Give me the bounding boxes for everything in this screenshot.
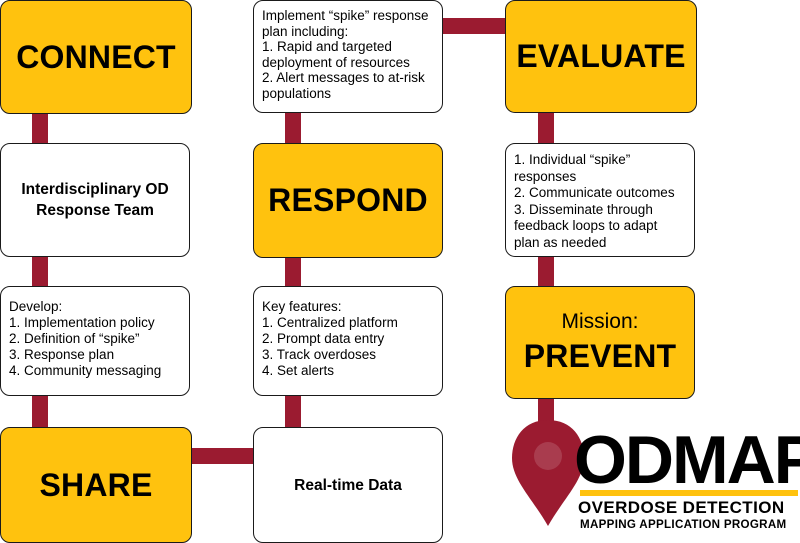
connector-connect-team [32, 114, 48, 144]
mission-label: Mission: [561, 310, 639, 333]
list-item: 1. Implementation policy [9, 315, 155, 330]
connector-realtime-keyfeatures [285, 396, 301, 428]
share-stage-box: SHARE [0, 427, 192, 543]
develop-box: Develop: 1. Implementation policy 2. Def… [0, 286, 190, 396]
logo-wordmark: ODMAP [574, 422, 800, 498]
connect-label: CONNECT [16, 38, 176, 75]
connector-develop-share [32, 396, 48, 428]
connector-list-mission [538, 256, 554, 288]
evaluate-stage-box: EVALUATE [505, 0, 697, 113]
list-item: 4. Set alerts [262, 363, 335, 378]
list-item: 2. Definition of “spike” [9, 331, 140, 346]
connector-respond-implement [285, 112, 301, 144]
list-item: 3. Disseminate through feedback loops to… [514, 201, 658, 250]
logo-underline [580, 490, 798, 496]
connector-mission-logo [538, 398, 554, 424]
implement-box: Implement “spike” response plan includin… [253, 0, 443, 113]
odmap-logo: ODMAP OVERDOSE DETECTION MAPPING APPLICA… [508, 418, 800, 543]
evaluate-label: EVALUATE [516, 38, 686, 74]
list-item: 4. Community messaging [9, 363, 162, 378]
connector-implement-evaluate [442, 18, 508, 34]
list-item: 2. Alert messages to at-risk populations [262, 70, 425, 101]
logo-subtitle-2: MAPPING APPLICATION PROGRAM [580, 518, 787, 531]
share-label: SHARE [39, 466, 153, 503]
develop-heading: Develop: [9, 299, 63, 314]
implement-heading: Implement “spike” response plan includin… [262, 8, 429, 39]
respond-label: RESPOND [268, 182, 428, 218]
connector-evaluate-list [538, 112, 554, 144]
map-pin-icon [512, 420, 584, 526]
list-item: 1. Centralized platform [262, 315, 398, 330]
prevent-label: PREVENT [523, 338, 677, 374]
realtime-box: Real-time Data [253, 427, 443, 543]
connector-share-realtime [190, 448, 256, 464]
list-item: 3. Response plan [9, 347, 115, 362]
team-text: Interdisciplinary OD Response Team [21, 181, 169, 219]
list-item: 3. Track overdoses [262, 347, 377, 362]
list-item: 1. Individual “spike” responses [514, 152, 631, 184]
evaluate-list-box: 1. Individual “spike” responses 2. Commu… [505, 143, 695, 257]
connect-stage-box: CONNECT [0, 0, 192, 114]
list-item: 2. Prompt data entry [262, 331, 385, 346]
list-item: 1. Rapid and targeted deployment of reso… [262, 39, 410, 70]
respond-stage-box: RESPOND [253, 143, 443, 258]
connector-keyfeatures-respond [285, 258, 301, 288]
connector-team-develop [32, 256, 48, 288]
key-features-heading: Key features: [262, 299, 342, 314]
realtime-text: Real-time Data [294, 476, 402, 494]
mission-stage-box: Mission: PREVENT [505, 286, 695, 399]
list-item: 2. Communicate outcomes [514, 185, 675, 200]
key-features-box: Key features: 1. Centralized platform 2.… [253, 286, 443, 396]
team-box: Interdisciplinary OD Response Team [0, 143, 190, 257]
logo-subtitle-1: OVERDOSE DETECTION [578, 498, 785, 517]
